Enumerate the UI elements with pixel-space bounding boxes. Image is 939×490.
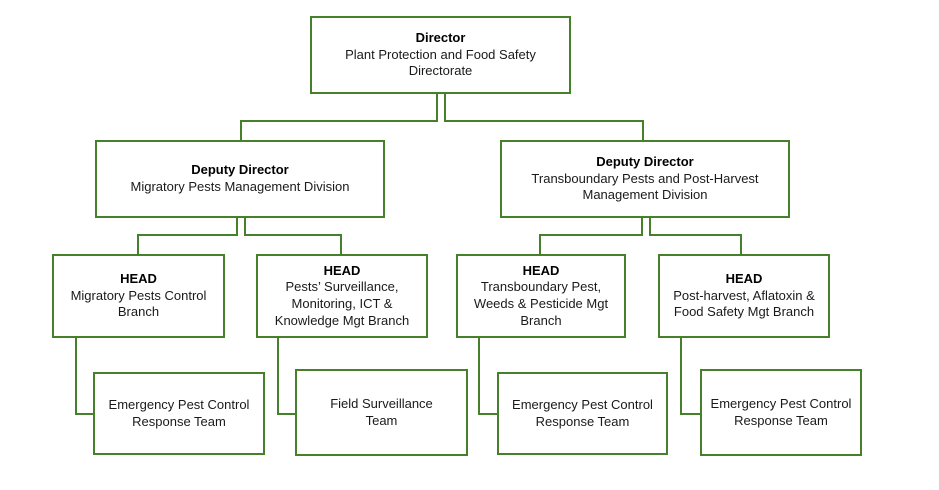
node-deputy-left-text: Deputy Director Migratory Pests Manageme… xyxy=(125,162,356,195)
node-team-field-surveillance[interactable]: Field Surveillance Team xyxy=(295,369,468,456)
connector-down-to-head2 xyxy=(340,234,342,254)
node-team3-text: Emergency Pest Control Response Team xyxy=(506,397,659,430)
node-head-post-harvest[interactable]: HEAD Post-harvest, Aflatoxin & Food Safe… xyxy=(658,254,830,338)
node-deputy-left-line1: Migratory Pests Management Division xyxy=(130,179,350,194)
node-deputy-right-title: Deputy Director xyxy=(596,154,694,170)
connector-deputy-right-bracket-b xyxy=(649,234,742,236)
node-deputy-director-migratory[interactable]: Deputy Director Migratory Pests Manageme… xyxy=(95,140,385,218)
node-director-line2: Directorate xyxy=(408,63,473,79)
connector-down-to-deputy-left xyxy=(240,120,242,140)
connector-head2-drop xyxy=(277,338,279,415)
node-deputy-right-text: Deputy Director Transboundary Pests and … xyxy=(525,154,764,204)
node-head1-title: HEAD xyxy=(120,271,157,287)
node-head1-line1: Migratory Pests Control xyxy=(70,287,207,303)
connector-down-to-head4 xyxy=(740,234,742,254)
node-team3-line1: Emergency Pest Control xyxy=(512,396,653,412)
node-head3-line2: Weeds & Pesticide Mgt xyxy=(473,296,609,311)
node-deputy-right-line2: Management Division xyxy=(582,187,708,203)
node-head3-text: HEAD Transboundary Pest, Weeds & Pestici… xyxy=(468,263,614,330)
connector-deputy-left-bracket-b xyxy=(244,234,342,236)
node-head4-line2: Food Safety Mgt Branch xyxy=(673,304,815,320)
connector-down-to-head3 xyxy=(539,234,541,254)
node-head2-line2: Monitoring, ICT & xyxy=(291,296,393,311)
node-head2-text: HEAD Pests’ Surveillance, Monitoring, IC… xyxy=(269,263,415,330)
connector-director-stub-left xyxy=(436,94,438,122)
node-team2-line1: Field Surveillance xyxy=(330,395,433,411)
node-team2-line2: Team xyxy=(365,412,398,428)
connector-director-bracket-left xyxy=(240,120,438,122)
connector-head1-to-team1 xyxy=(75,413,95,415)
node-team4-line2: Response Team xyxy=(734,412,828,428)
node-director[interactable]: Director Plant Protection and Food Safet… xyxy=(310,16,571,94)
connector-head4-drop xyxy=(680,338,682,415)
connector-director-bracket-right xyxy=(444,120,644,122)
connector-deputy-right-stub-b xyxy=(649,218,651,236)
connector-head4-to-team4 xyxy=(680,413,702,415)
node-head-pests-surveillance[interactable]: HEAD Pests’ Surveillance, Monitoring, IC… xyxy=(256,254,428,338)
node-head4-title: HEAD xyxy=(725,271,763,287)
node-head4-text: HEAD Post-harvest, Aflatoxin & Food Safe… xyxy=(667,271,821,321)
node-deputy-left-title: Deputy Director xyxy=(191,162,289,178)
connector-head3-drop xyxy=(478,338,480,415)
node-head2-line1: Pests’ Surveillance, xyxy=(285,279,399,295)
node-team-emergency-pest-control-3[interactable]: Emergency Pest Control Response Team xyxy=(700,369,862,456)
node-team1-line1: Emergency Pest Control xyxy=(108,396,250,412)
node-team3-line2: Response Team xyxy=(535,413,630,429)
node-head-transboundary-pest[interactable]: HEAD Transboundary Pest, Weeds & Pestici… xyxy=(456,254,626,338)
connector-head2-to-team2 xyxy=(277,413,297,415)
node-director-text: Director Plant Protection and Food Safet… xyxy=(339,30,542,80)
node-team1-text: Emergency Pest Control Response Team xyxy=(103,397,256,430)
node-head4-line1: Post-harvest, Aflatoxin & xyxy=(673,287,815,303)
connector-head1-drop xyxy=(75,338,77,415)
node-team4-line1: Emergency Pest Control xyxy=(710,395,852,411)
connector-deputy-left-bracket-a xyxy=(137,234,238,236)
connector-down-to-deputy-right xyxy=(642,120,644,140)
connector-deputy-right-bracket-a xyxy=(539,234,643,236)
node-head1-line2: Branch xyxy=(117,304,160,320)
node-deputy-right-line1: Transboundary Pests and Post-Harvest xyxy=(531,170,759,186)
connector-head3-to-team3 xyxy=(478,413,499,415)
node-head3-line3: Branch xyxy=(520,312,562,328)
node-director-line1: Plant Protection and Food Safety xyxy=(345,46,536,62)
node-team4-text: Emergency Pest Control Response Team xyxy=(705,396,858,429)
node-head3-title: HEAD xyxy=(522,262,560,278)
node-team-emergency-pest-control-1[interactable]: Emergency Pest Control Response Team xyxy=(93,372,265,455)
node-team-emergency-pest-control-2[interactable]: Emergency Pest Control Response Team xyxy=(497,372,668,455)
connector-deputy-left-stub-b xyxy=(244,218,246,236)
connector-deputy-right-stub-a xyxy=(641,218,643,236)
node-director-title: Director xyxy=(415,30,466,46)
node-head-migratory-pests-control[interactable]: HEAD Migratory Pests Control Branch xyxy=(52,254,225,338)
node-team2-text: Field Surveillance Team xyxy=(324,396,439,429)
node-head3-line1: Transboundary Pest, xyxy=(480,279,602,295)
connector-down-to-head1 xyxy=(137,234,139,254)
node-head1-text: HEAD Migratory Pests Control Branch xyxy=(65,271,213,321)
node-head2-line3: Knowledge Mgt Branch xyxy=(274,312,410,328)
node-head2-title: HEAD xyxy=(323,262,361,278)
connector-director-stub-right xyxy=(444,94,446,122)
node-deputy-director-transboundary[interactable]: Deputy Director Transboundary Pests and … xyxy=(500,140,790,218)
connector-deputy-left-stub-a xyxy=(236,218,238,236)
node-team1-line2: Response Team xyxy=(132,413,226,429)
